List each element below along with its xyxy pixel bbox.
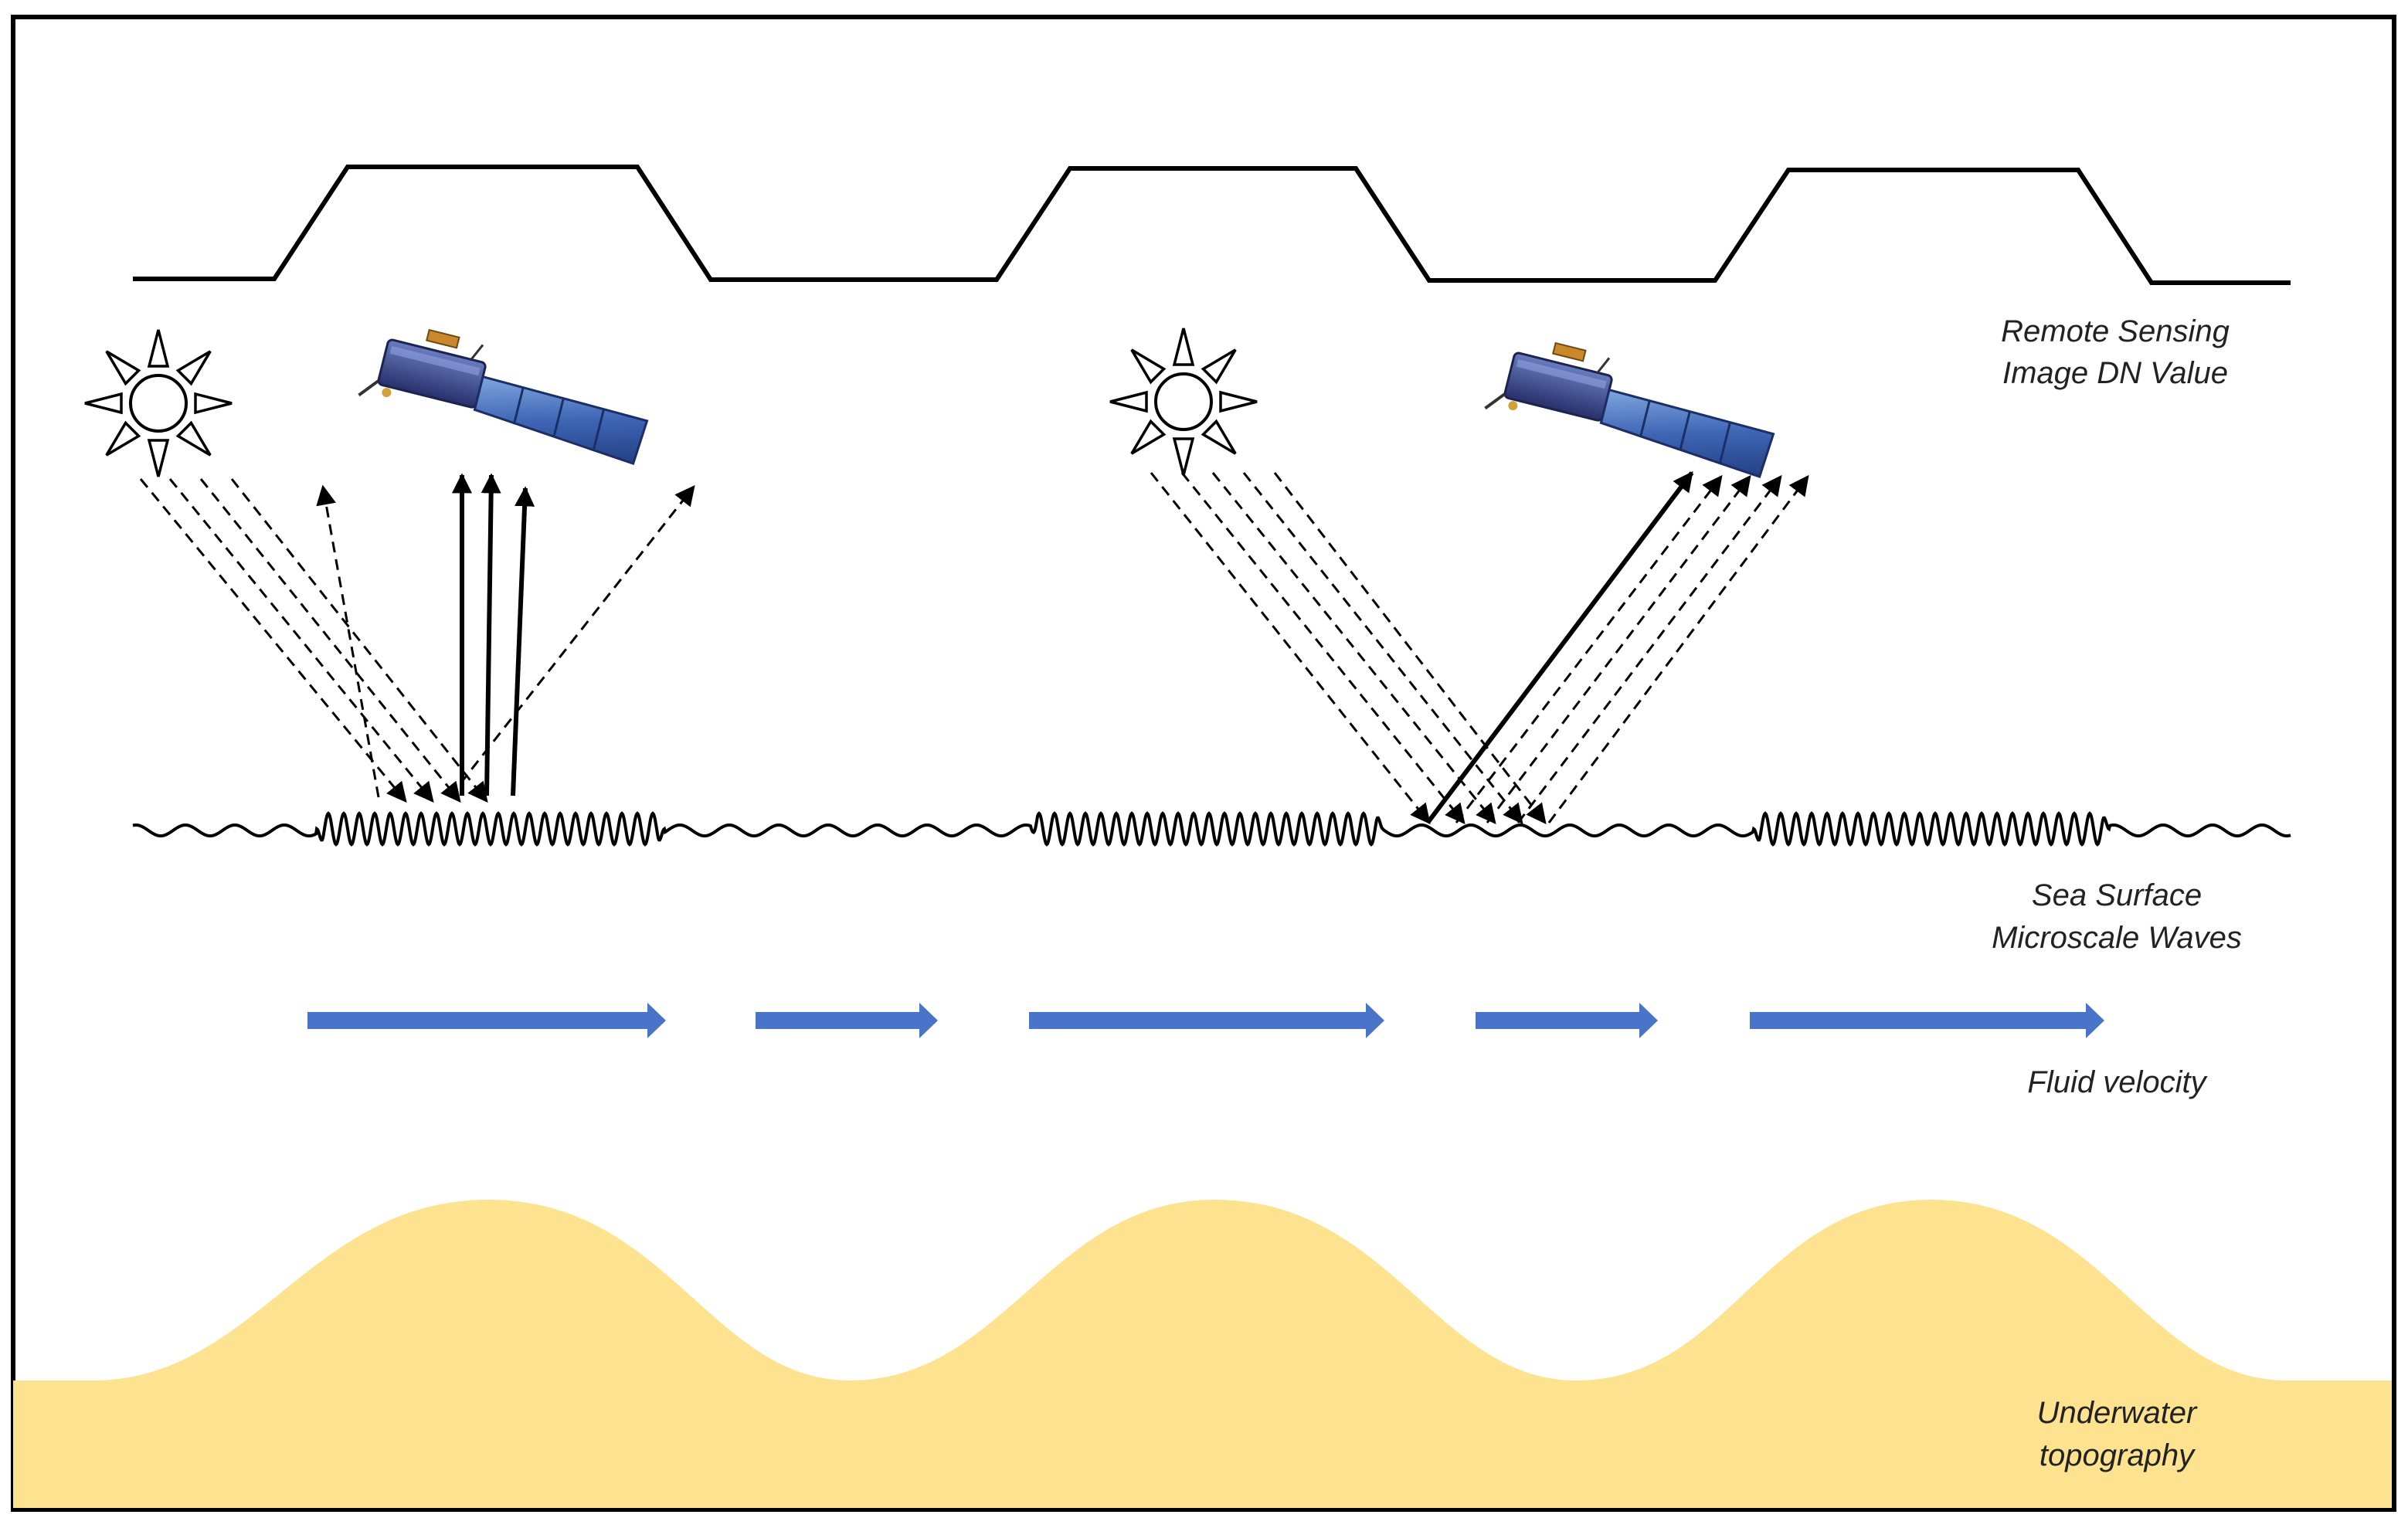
reflected-ray bbox=[1516, 474, 1782, 824]
velocity-arrow bbox=[756, 1003, 938, 1038]
incident-ray bbox=[1211, 472, 1496, 825]
incident-ray bbox=[1273, 472, 1547, 825]
fluid-velocity-label: Fluid velocity bbox=[2027, 1065, 2208, 1099]
incident-ray bbox=[168, 478, 434, 803]
dn-value-label: Image DN Value bbox=[2002, 356, 2228, 390]
scattered-ray bbox=[448, 484, 695, 798]
sun-icon bbox=[1109, 328, 1258, 476]
reflected-ray bbox=[1547, 474, 1809, 824]
sea-surface-label: Sea Surface bbox=[2032, 878, 2202, 912]
incident-ray bbox=[139, 478, 407, 803]
velocity-arrow bbox=[307, 1003, 666, 1038]
light-rays-right bbox=[1150, 470, 1809, 825]
light-rays-left bbox=[139, 473, 695, 803]
incident-ray bbox=[199, 478, 461, 803]
reflected-ray bbox=[1486, 474, 1751, 824]
topography-label: Underwater bbox=[2037, 1396, 2198, 1430]
sun-icon bbox=[84, 329, 233, 477]
fluid-velocity-arrows bbox=[307, 1003, 2104, 1038]
velocity-arrow bbox=[1476, 1003, 1658, 1038]
underwater-topography bbox=[13, 1200, 2392, 1508]
sea-surface-label: Microscale Waves bbox=[1992, 921, 2242, 955]
backscattered-ray bbox=[511, 486, 535, 796]
backscattered-ray bbox=[481, 473, 501, 796]
dn-value-curve bbox=[133, 165, 2291, 285]
incident-ray bbox=[230, 478, 488, 803]
velocity-arrow bbox=[1750, 1003, 2104, 1038]
velocity-arrow bbox=[1029, 1003, 1384, 1038]
topography-label: topography bbox=[2039, 1438, 2196, 1472]
sea-surface-waves bbox=[132, 811, 2291, 847]
reflected-ray bbox=[1455, 474, 1723, 824]
incident-ray bbox=[1242, 472, 1523, 825]
specular-ray bbox=[1425, 470, 1694, 824]
satellite-icon bbox=[1484, 341, 1775, 478]
incident-ray bbox=[1180, 472, 1466, 825]
satellite-icon bbox=[358, 328, 649, 465]
incident-ray bbox=[1150, 472, 1431, 825]
dn-value-label: Remote Sensing bbox=[2001, 314, 2230, 348]
